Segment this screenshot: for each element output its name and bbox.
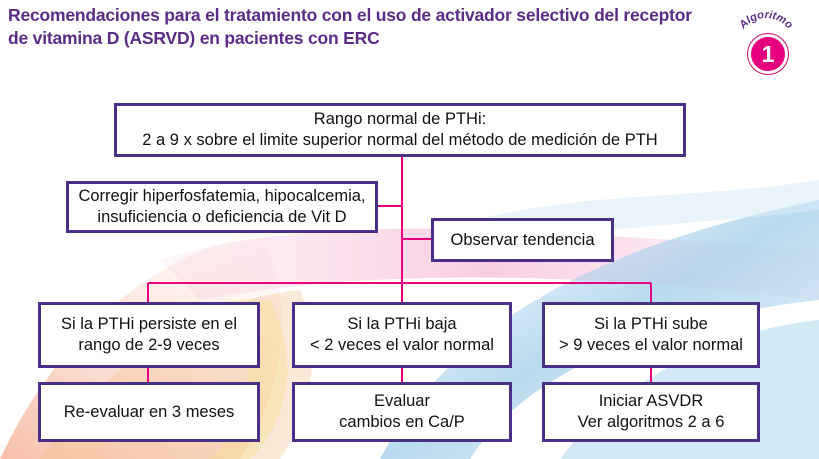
node-start-asvdr-line-2: Ver algoritmos 2 a 6 — [577, 413, 725, 431]
node-observe-trend-label: Observar tendencia — [450, 230, 595, 249]
node-pthi-persists: Si la PTHi persiste en el rango de 2-9 v… — [38, 302, 260, 368]
badge-number: 1 — [748, 34, 788, 74]
node-pthi-persists-line-2: rango de 2-9 veces — [78, 336, 220, 354]
node-start-asvdr-line-1: Iniciar ASVDR — [598, 392, 704, 410]
node-pthi-drops: Si la PTHi baja < 2 veces el valor norma… — [292, 302, 512, 368]
node-correct-deficiencies-line-2: insuficiencia o deficiencia de Vit D — [97, 208, 347, 226]
node-pthi-rises: Si la PTHi sube > 9 veces el valor norma… — [542, 302, 760, 368]
title-line-1: Recomendaciones para el tratamiento con … — [8, 5, 692, 25]
node-reevaluate-label: Re-evaluar en 3 meses — [63, 402, 235, 421]
node-evaluate-ca-p-line-2: cambios en Ca/P — [339, 413, 465, 431]
node-reevaluate: Re-evaluar en 3 meses — [38, 382, 260, 442]
node-evaluate-ca-p: Evaluar cambios en Ca/P — [292, 382, 512, 442]
page-title: Recomendaciones para el tratamiento con … — [8, 4, 708, 50]
node-evaluate-ca-p-line-1: Evaluar — [374, 392, 430, 410]
title-line-2: de vitamina D (ASRVD) en pacientes con E… — [8, 28, 380, 48]
node-observe-trend: Observar tendencia — [431, 218, 614, 262]
node-pthi-rises-line-1: Si la PTHi sube — [594, 315, 708, 333]
node-pthi-normal-range-line-1: Rango normal de PTHi: — [313, 110, 487, 128]
badge-arc-label: Algoritmo — [736, 10, 795, 32]
node-start-asvdr: Iniciar ASVDR Ver algoritmos 2 a 6 — [542, 382, 760, 442]
node-pthi-drops-line-1: Si la PTHi baja — [347, 315, 457, 333]
algorithm-badge: Algoritmo 1 — [728, 10, 808, 74]
node-correct-deficiencies-line-1: Corregir hiperfosfatemia, hipocalcemia, — [78, 187, 366, 205]
node-pthi-normal-range: Rango normal de PTHi: 2 a 9 x sobre el l… — [114, 103, 686, 157]
node-pthi-normal-range-line-2: 2 a 9 x sobre el limite superior normal … — [142, 131, 658, 149]
node-pthi-persists-line-1: Si la PTHi persiste en el — [60, 315, 238, 333]
node-pthi-drops-line-2: < 2 veces el valor normal — [310, 336, 494, 354]
node-correct-deficiencies: Corregir hiperfosfatemia, hipocalcemia, … — [66, 181, 378, 233]
node-pthi-rises-line-2: > 9 veces el valor normal — [559, 336, 743, 354]
